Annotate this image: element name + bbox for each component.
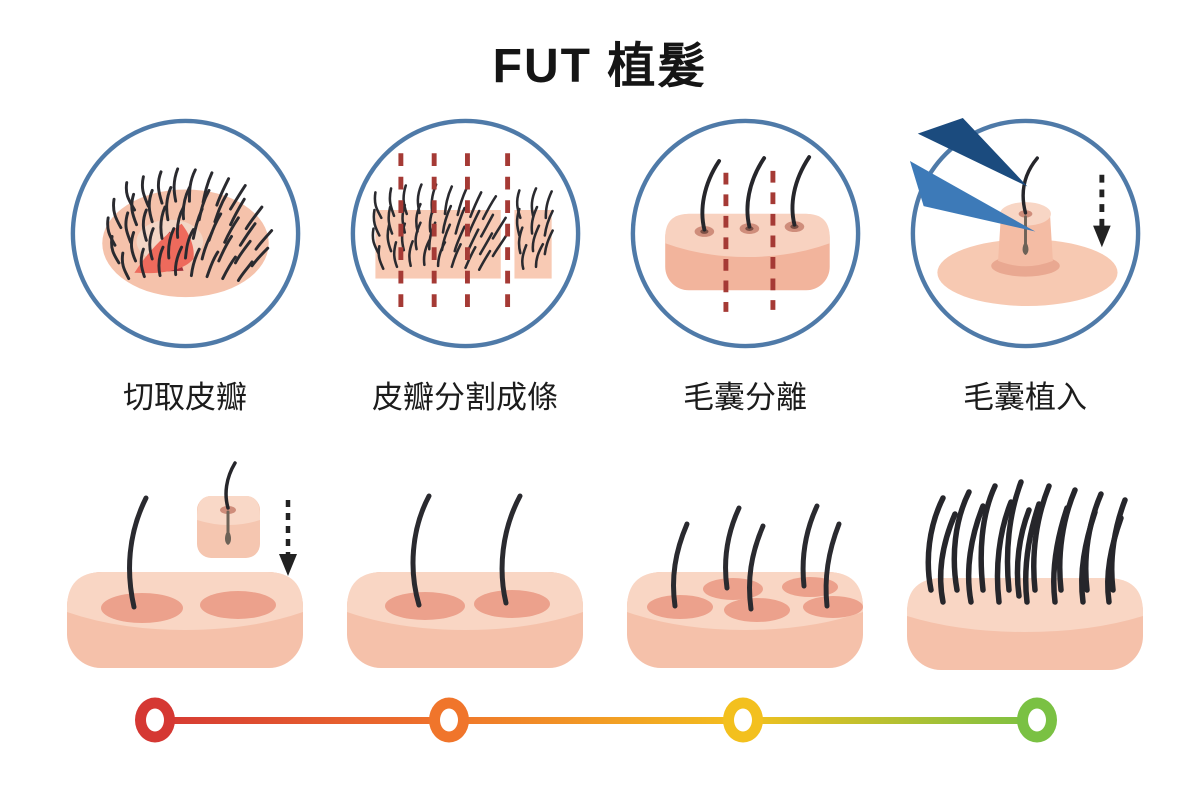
- down-arrow-icon: [279, 500, 297, 576]
- result-1: [45, 458, 325, 680]
- flap-divided-into-strips-icon: [350, 118, 580, 349]
- labels-row: 切取皮瓣 皮瓣分割成條 毛囊分離 毛囊植入: [45, 372, 1165, 417]
- strip-hairs: [371, 183, 554, 272]
- step-3: [605, 116, 885, 351]
- separation-lines-icon: [722, 170, 775, 312]
- graft-cube-icon: [197, 461, 260, 558]
- timeline-node-1: [135, 697, 175, 743]
- step-4-label: 毛囊植入: [963, 380, 1087, 415]
- follicle-implantation-icon: [909, 117, 1140, 349]
- graft-inserted-into-scalp-icon: [67, 461, 303, 668]
- result-row: [45, 458, 1165, 680]
- step-1: [45, 116, 325, 351]
- step-2-label: 皮瓣分割成條: [372, 380, 558, 415]
- follicle-hairs: [699, 155, 811, 232]
- dense-hairs: [925, 479, 1128, 605]
- implanted-hairs: [410, 493, 523, 608]
- result-3: [605, 458, 885, 680]
- result-2: [325, 458, 605, 680]
- graft-hair: [1020, 156, 1039, 215]
- two-implanted-hairs-icon: [347, 493, 583, 668]
- scalp-hairs: [105, 167, 273, 282]
- result-4: [885, 458, 1165, 680]
- down-arrow-icon: [1092, 174, 1111, 248]
- timeline-gradient-line: [155, 716, 1037, 724]
- page-title: FUT 植髮: [492, 40, 708, 93]
- step-3-label: 毛囊分離: [683, 380, 807, 415]
- graft-root: [1022, 215, 1028, 256]
- full-hair-growth-icon: [907, 479, 1143, 670]
- timeline-node-4: [1017, 697, 1057, 743]
- progress-timeline: [135, 697, 1057, 743]
- step-4: [885, 116, 1165, 351]
- five-implanted-hairs-icon: [627, 503, 863, 668]
- timeline-node-2: [428, 697, 469, 743]
- timeline-node-3: [723, 697, 763, 743]
- steps-row: [45, 116, 1165, 351]
- step-1-label: 切取皮瓣: [123, 380, 247, 415]
- cut-lines-icon: [397, 153, 510, 318]
- step-2: [325, 116, 605, 351]
- implanted-hair: [127, 495, 149, 610]
- scalp-flap-excision-icon: [70, 118, 300, 349]
- implanted-hairs: [671, 503, 842, 612]
- follicle-separation-icon: [630, 118, 860, 349]
